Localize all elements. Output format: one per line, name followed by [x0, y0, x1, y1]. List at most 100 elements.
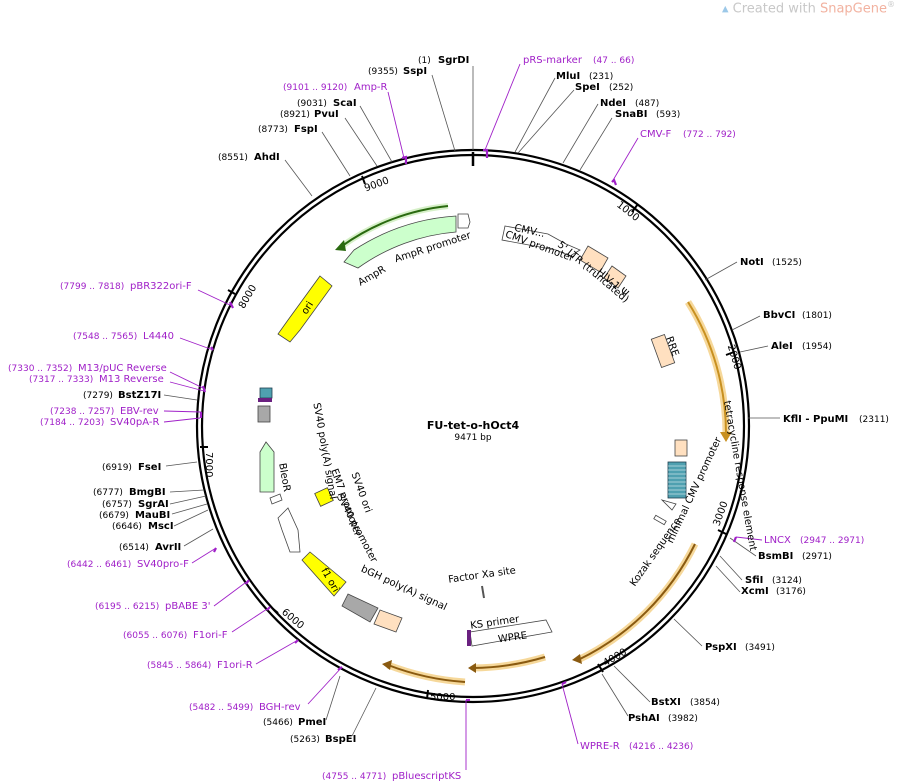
tre-hatch: [668, 465, 686, 495]
enzyme-pos: (1954): [802, 342, 832, 352]
peach-block: [674, 439, 688, 457]
ampr-outer-head: [335, 240, 346, 251]
enzyme-pos: (9355): [368, 67, 398, 77]
primer-name: EBV-rev: [120, 406, 159, 417]
enzyme-name: MluI: [556, 71, 580, 82]
sv40-polya-mark: [258, 398, 272, 402]
sv40-polya-label: SV40 poly(A) signal: [310, 402, 338, 500]
tick-label: 2000: [725, 343, 743, 371]
enzyme-name: PvuI: [314, 109, 339, 120]
enzyme-pos: (252): [609, 83, 633, 93]
ampr-feature: [343, 215, 457, 269]
ltr-feature: [579, 245, 609, 273]
primer-range: (5482 .. 5499): [189, 703, 253, 713]
enzyme-name: BbvCI: [763, 310, 795, 321]
enzyme-pos: (3982): [668, 714, 698, 724]
enzyme-name: SfiI: [745, 575, 763, 586]
enzyme-name: XcmI: [741, 586, 769, 597]
factor-xa-feature: [481, 585, 485, 599]
enzyme-pos: (6757): [102, 500, 132, 510]
enzyme-pos: (3491): [745, 643, 775, 653]
primer-range: (4755 .. 4771): [322, 772, 386, 782]
primer-labels: pRS-marker (47 .. 66) (9101 .. 9120) Amp…: [8, 55, 864, 782]
enzyme-pos: (3854): [690, 698, 720, 708]
primer-name: F1ori-F: [193, 630, 228, 641]
enzyme-pos: (3176): [776, 587, 806, 597]
orf-arc-lower-head: [572, 654, 582, 664]
primer-name: M13 Reverse: [99, 374, 164, 385]
enzyme-pos: (8551): [218, 153, 248, 163]
enzyme-pos: (3124): [772, 576, 802, 586]
watermark-icon: ▴: [722, 1, 729, 17]
enzyme-name: SspI: [403, 66, 427, 77]
primer-range: (4216 .. 4236): [629, 742, 693, 752]
hiv-psi-feature: [603, 265, 627, 289]
bleor-label: BleoR: [276, 462, 292, 492]
enzyme-pos: (6679): [99, 511, 129, 521]
orf-arc-lower: [577, 543, 696, 661]
enzyme-name: AvrII: [155, 542, 181, 553]
enzyme-pos: (2311): [859, 415, 889, 425]
primer-name: Amp-R: [354, 82, 388, 93]
primer-leaders: [163, 63, 763, 770]
orf-arc-bottom2-head: [382, 660, 392, 670]
cmv-promoter-feature: [501, 225, 581, 257]
primer-name: LNCX: [764, 535, 791, 546]
orf-arc-bottom2-glow: [386, 661, 466, 686]
plasmid-name: FU-tet-o-hOct4: [427, 419, 520, 432]
sv40-ori-feature: [314, 487, 334, 507]
primer-range: (6055 .. 6076): [123, 631, 187, 641]
enzyme-name: NotI: [740, 257, 764, 268]
enzyme-name: MauBI: [135, 510, 170, 521]
em7-feature: [269, 493, 283, 505]
primer-name: pRS-marker: [523, 55, 583, 66]
enzyme-name: BstXI: [651, 697, 681, 708]
snapgene-watermark: ▴ Created with SnapGene®: [722, 0, 895, 17]
primer-marks: [199, 148, 738, 702]
primer-range: (7238 .. 7257): [50, 407, 114, 417]
primer-name: BGH-rev: [259, 702, 301, 713]
enzyme-name: BstZ17I: [118, 390, 161, 401]
orf-arc-right-head: [720, 432, 732, 442]
orf-arc-right: [687, 301, 728, 437]
tick-label: 9000: [363, 175, 391, 194]
enzyme-pos: (487): [635, 99, 659, 109]
primer-range: (7184 .. 7203): [40, 418, 104, 428]
plasmid-length: 9471 bp: [454, 433, 491, 443]
primer-range: (772 .. 792): [683, 130, 736, 140]
factor-xa-label: Factor Xa site: [448, 565, 517, 585]
enzyme-name: BmgBI: [129, 487, 166, 498]
primer-name: pBluescriptKS: [392, 771, 461, 782]
enzyme-name: FseI: [138, 462, 161, 473]
primer-range: (5845 .. 5864): [147, 661, 211, 671]
enzyme-name: BsmBI: [758, 551, 793, 562]
enzyme-pos: (6646): [112, 522, 142, 532]
ampr-label: AmpR: [356, 264, 387, 288]
primer-name: F1ori-R: [217, 660, 253, 671]
orf-arc-bottom1: [472, 656, 546, 669]
enzyme-pos: (5263): [290, 735, 320, 745]
enzyme-name: PshAI: [628, 713, 660, 724]
orf-arc-bottom2: [387, 664, 466, 683]
sv40-polya-teal: [259, 387, 273, 399]
tre-feature: [667, 461, 687, 499]
enzyme-pos: (8773): [258, 125, 288, 135]
enzyme-pos: (6514): [119, 543, 149, 553]
bleor-feature: [259, 441, 275, 493]
enzyme-name: ScaI: [333, 98, 357, 109]
min-cmv-feature: [660, 499, 677, 511]
enzyme-name: SgrDI: [438, 55, 469, 66]
sv40-promoter-feature: [277, 507, 301, 553]
enzyme-pos: (9031): [297, 99, 327, 109]
ks-primer-mark: [467, 630, 471, 646]
primer-name: CMV-F: [640, 129, 671, 140]
primer-name: SV40pro-F: [137, 559, 189, 570]
enzyme-name: PmeI: [298, 717, 326, 728]
sv40-polya-grey: [257, 405, 271, 423]
enzyme-pos: (6919): [102, 463, 132, 473]
enzyme-pos: (8921): [280, 110, 310, 120]
ampr-promoter-feature: [457, 213, 471, 229]
primer-range: (7799 .. 7818): [60, 282, 124, 292]
enzyme-name: BspEI: [325, 734, 356, 745]
